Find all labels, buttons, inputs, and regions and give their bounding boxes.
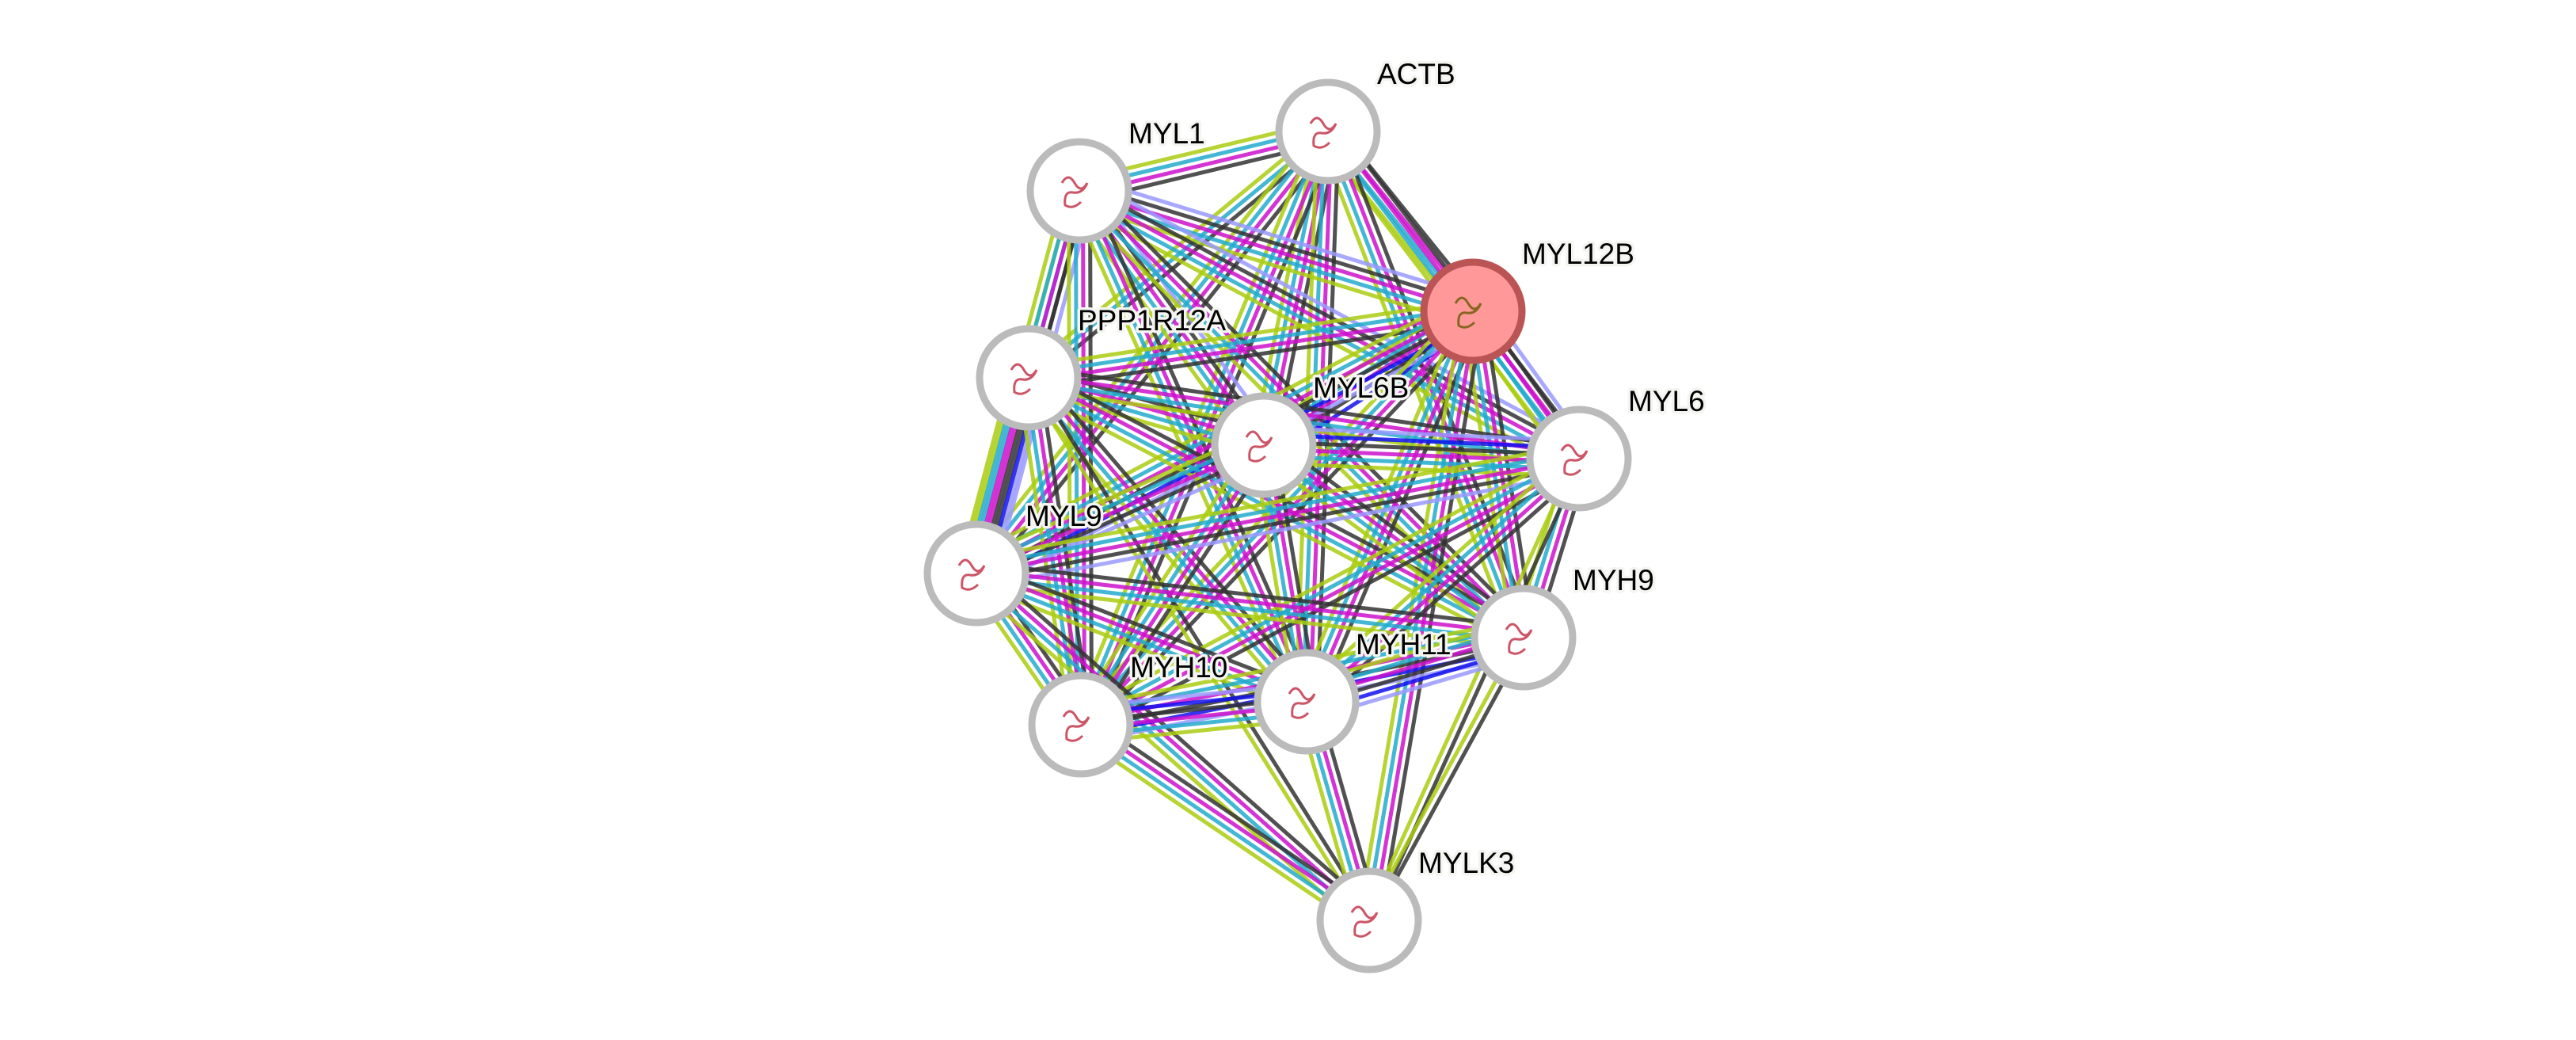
node-label: MYL6B — [1313, 371, 1409, 404]
protein-structure-icon — [1060, 176, 1089, 208]
evidence-line — [978, 470, 1582, 590]
protein-structure-icon — [1245, 430, 1273, 463]
evidence-line — [1370, 638, 1529, 924]
protein-structure-icon — [1454, 296, 1482, 329]
edge-MYL6-MYL9[interactable] — [973, 442, 1582, 590]
evidence-line — [1080, 182, 1476, 307]
node-mylk3[interactable]: MYLK3 — [1316, 844, 1517, 973]
node-label: MYL1 — [1128, 117, 1205, 150]
protein-structure-icon — [1062, 710, 1090, 742]
evidence-line — [977, 569, 1373, 920]
evidence-line — [1075, 447, 1575, 718]
evidence-line — [1026, 299, 1472, 370]
evidence-line — [977, 561, 1525, 630]
evidence-line — [976, 568, 1524, 637]
evidence-line — [1364, 634, 1523, 920]
protein-structure-icon — [1309, 116, 1337, 149]
evidence-line — [982, 564, 1378, 914]
evidence-line — [1315, 314, 1485, 707]
evidence-line — [1029, 312, 1474, 383]
edge-MYL9-MYLK3[interactable] — [968, 564, 1378, 930]
evidence-line — [976, 568, 1309, 701]
evidence-line — [1035, 369, 1317, 696]
node-label: MYL12B — [1522, 238, 1634, 270]
evidence-line — [974, 574, 1307, 707]
evidence-line — [1364, 456, 1578, 920]
evidence-line — [1081, 459, 1582, 730]
evidence-line — [1303, 454, 1578, 701]
evidence-line — [1264, 432, 1580, 451]
node-label: MYH10 — [1130, 651, 1227, 684]
node-label: MYL9 — [1025, 500, 1102, 532]
evidence-line — [976, 456, 1580, 576]
evidence-line — [1074, 732, 1364, 931]
evidence-line — [1307, 459, 1583, 707]
evidence-line — [1067, 191, 1072, 726]
node-label: ACTB — [1377, 58, 1455, 90]
edge-MYH9-MYLK3[interactable] — [1364, 634, 1529, 924]
protein-structure-icon — [1505, 623, 1533, 655]
evidence-line — [978, 449, 1268, 582]
evidence-line — [1024, 379, 1306, 706]
node-myh10[interactable]: MYH10 — [1028, 649, 1231, 778]
node-label: MYH9 — [1573, 564, 1654, 596]
node-label: MYL6 — [1628, 385, 1705, 417]
evidence-line — [1082, 720, 1372, 920]
evidence-line — [1027, 306, 1473, 377]
node-ppp1r12a[interactable]: PPP1R12A — [976, 302, 1229, 431]
evidence-line — [968, 580, 1364, 930]
evidence-line — [1078, 726, 1368, 925]
evidence-line — [976, 574, 1524, 643]
evidence-line — [1078, 453, 1579, 724]
evidence-line — [1083, 175, 1478, 300]
evidence-line — [972, 436, 1262, 570]
edge-MYH10-MYLK3[interactable] — [1074, 714, 1376, 931]
evidence-line — [1086, 714, 1376, 913]
node-label: PPP1R12A — [1078, 304, 1226, 337]
node-myl6b[interactable]: MYL6B — [1211, 369, 1412, 498]
protein-structure-icon — [957, 558, 986, 591]
evidence-line — [1078, 189, 1581, 461]
protein-structure-icon — [1288, 687, 1316, 719]
node-myl9[interactable]: MYL9 — [923, 497, 1105, 627]
node-myl6[interactable]: MYL6 — [1526, 383, 1707, 512]
protein-structure-icon — [1560, 444, 1589, 476]
protein-structure-icon — [1350, 905, 1379, 938]
evidence-line — [973, 442, 1577, 562]
evidence-line — [1260, 446, 1523, 642]
node-myl1[interactable]: MYL1 — [1026, 115, 1208, 244]
node-myl12b[interactable]: MYL12B — [1420, 235, 1637, 364]
evidence-line — [974, 449, 1578, 569]
evidence-line — [969, 430, 1259, 562]
evidence-line — [1264, 425, 1581, 444]
node-label: MYLK3 — [1418, 847, 1514, 879]
evidence-line — [1085, 176, 1587, 448]
evidence-line — [977, 463, 1581, 583]
evidence-line — [1265, 440, 1528, 637]
evidence-line — [1301, 309, 1472, 702]
evidence-line — [1027, 130, 1330, 379]
node-myh9[interactable]: MYH9 — [1471, 562, 1657, 691]
node-myh11[interactable]: MYH11 — [1254, 626, 1454, 755]
node-actb[interactable]: ACTB — [1275, 55, 1458, 185]
protein-structure-icon — [1010, 363, 1038, 395]
edge-MYL12B-PPP1R12A[interactable] — [1026, 299, 1475, 390]
node-label: MYH11 — [1356, 628, 1452, 661]
evidence-line — [1269, 435, 1532, 631]
evidence-line — [1029, 365, 1581, 451]
evidence-line — [972, 574, 1368, 925]
